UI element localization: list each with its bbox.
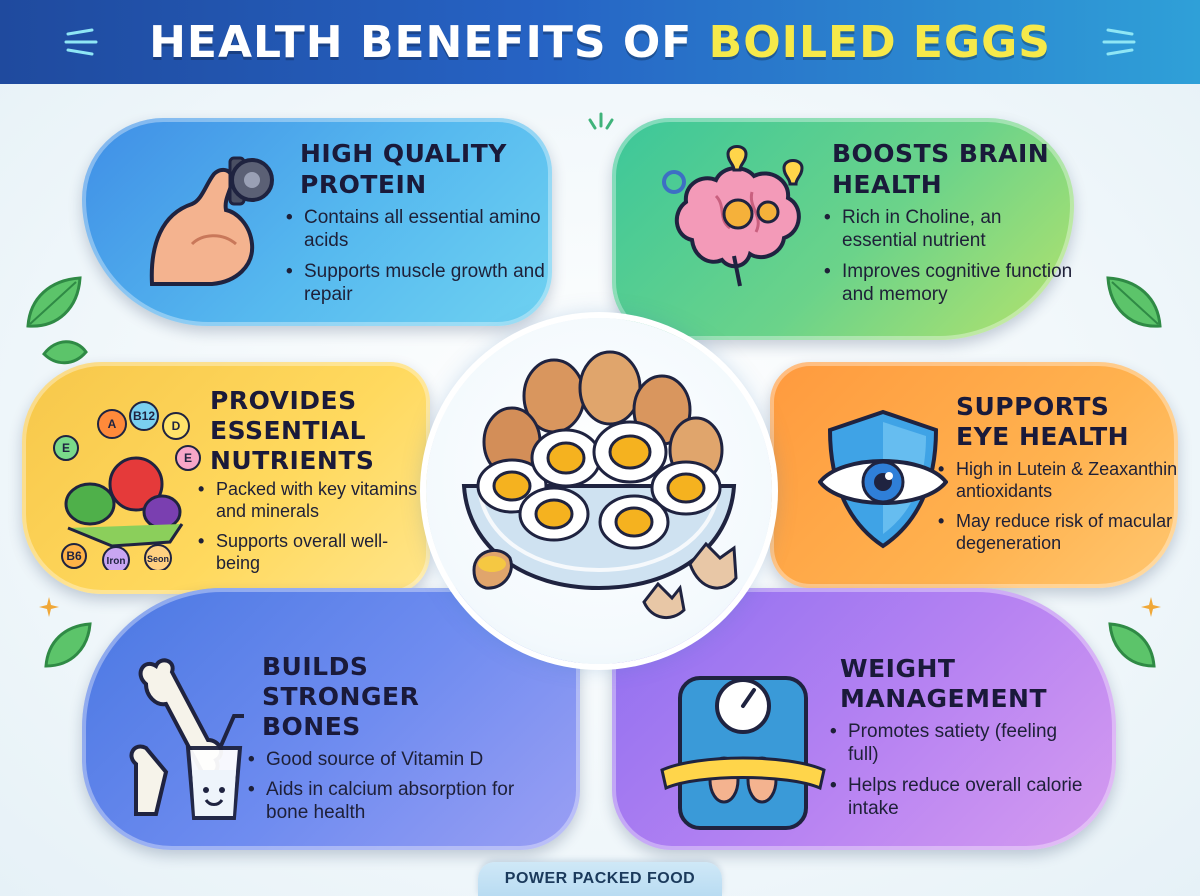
- vitamin-label: D: [172, 419, 181, 433]
- bullet-item: Supports overall well-being: [198, 530, 428, 574]
- sparkle-lines-icon: [588, 112, 614, 130]
- bone-milk-icon: [129, 658, 244, 820]
- bullet-list: Contains all essential amino acids Suppo…: [286, 206, 546, 314]
- sparkle-lines-icon: [1102, 28, 1136, 56]
- card-title: HIGH QUALITY PROTEIN: [300, 139, 507, 199]
- vitamin-label: B6: [66, 549, 82, 563]
- leaf-icon: [42, 340, 88, 365]
- title-main: HEALTH BENEFITS OF: [149, 16, 709, 68]
- vitamin-label: Iron: [107, 556, 126, 567]
- bullet-item: Helps reduce overall calorie intake: [830, 774, 1090, 820]
- card-title: BOOSTS BRAIN HEALTH: [832, 139, 1050, 199]
- eye-shield-icon: [818, 409, 948, 549]
- bullet-list: Promotes satiety (feeling full) Helps re…: [830, 720, 1090, 828]
- bullet-list: Rich in Choline, an essential nutrient I…: [824, 206, 1074, 314]
- card-title: SUPPORTS EYE HEALTH: [956, 392, 1130, 451]
- vitamins-vegetables-icon: A B12 D E E B6 Iron Seon: [53, 401, 201, 570]
- vitamin-label: A: [108, 417, 117, 431]
- bullet-item: Promotes satiety (feeling full): [830, 720, 1090, 766]
- vitamin-label: B12: [133, 409, 155, 423]
- sparkle-lines-icon: [64, 28, 98, 56]
- benefit-card-bones: BUILDS STRONGER BONES Good source of Vit…: [82, 588, 580, 850]
- benefit-card-protein: HIGH QUALITY PROTEIN Contains all essent…: [82, 118, 552, 326]
- benefit-card-nutrients: A B12 D E E B6 Iron Seon PROVIDES ESSENT…: [22, 362, 430, 594]
- page-title: HEALTH BENEFITS OF BOILED EGGS: [149, 17, 1051, 68]
- bullet-item: Packed with key vitamins and minerals: [198, 478, 428, 522]
- card-title: WEIGHT MANAGEMENT: [840, 654, 1048, 713]
- vitamin-label: E: [184, 451, 192, 465]
- sparkle-icon: [39, 597, 59, 617]
- bullet-item: Supports muscle growth and repair: [286, 260, 546, 306]
- bullet-item: Improves cognitive function and memory: [824, 260, 1074, 306]
- flexed-arm-dumbbell-icon: [149, 156, 274, 286]
- benefit-card-eye: SUPPORTS EYE HEALTH High in Lutein & Zea…: [770, 362, 1178, 588]
- brain-gears-icon: [662, 145, 804, 287]
- bullet-item: Rich in Choline, an essential nutrient: [824, 206, 1074, 252]
- vitamin-label: Seon: [147, 554, 169, 564]
- center-egg-bowl: [426, 318, 772, 664]
- bullet-list: Packed with key vitamins and minerals Su…: [198, 478, 428, 582]
- bullet-list: High in Lutein & Zeaxanthin antioxidants…: [938, 458, 1178, 562]
- bullet-item: May reduce risk of macular degeneration: [938, 510, 1178, 554]
- footer-badge: POWER PACKED FOOD: [478, 862, 722, 896]
- leaf-icon: [1108, 622, 1156, 668]
- leaf-icon: [1106, 276, 1162, 328]
- card-title: BUILDS STRONGER BONES: [262, 652, 420, 741]
- bullet-item: Good source of Vitamin D: [248, 748, 548, 771]
- bullet-item: High in Lutein & Zeaxanthin antioxidants: [938, 458, 1178, 502]
- bowl-of-boiled-eggs-icon: [461, 350, 738, 619]
- header-banner: HEALTH BENEFITS OF BOILED EGGS: [0, 0, 1200, 84]
- vitamin-label: E: [62, 441, 70, 455]
- leaf-icon: [44, 622, 92, 668]
- bullet-list: Good source of Vitamin D Aids in calcium…: [248, 748, 548, 831]
- scale-measuring-tape-icon: [660, 676, 826, 830]
- card-title: PROVIDES ESSENTIAL NUTRIENTS: [210, 386, 375, 475]
- sparkle-icon: [1141, 597, 1161, 617]
- bullet-item: Contains all essential amino acids: [286, 206, 546, 252]
- leaf-icon: [26, 276, 82, 328]
- bullet-item: Aids in calcium absorption for bone heal…: [248, 778, 548, 824]
- benefit-card-brain: BOOSTS BRAIN HEALTH Rich in Choline, an …: [612, 118, 1074, 340]
- title-highlight: BOILED EGGS: [708, 16, 1051, 68]
